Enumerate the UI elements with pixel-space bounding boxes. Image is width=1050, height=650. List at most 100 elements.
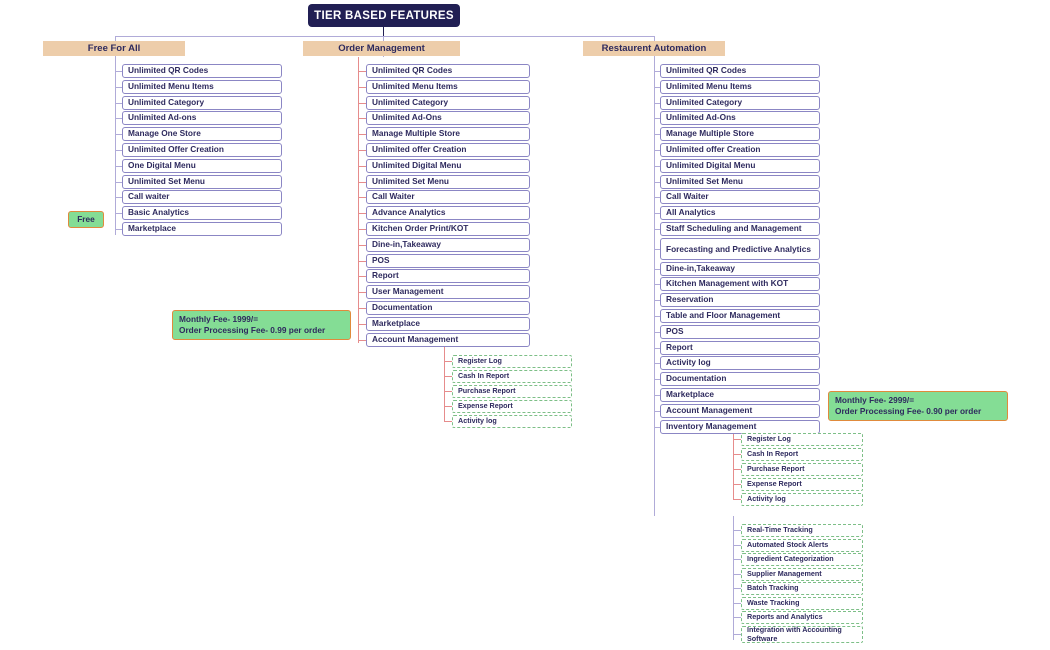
feature-restaurent-automation-forecasting-and-predictive-analytics[interactable]: Forecasting and Predictive Analytics (660, 238, 820, 260)
feature-restaurent-automation-manage-multiple-store[interactable]: Manage Multiple Store (660, 127, 820, 141)
feature-free-for-all-unlimited-menu-items[interactable]: Unlimited Menu Items (122, 80, 282, 94)
connector-stub (115, 150, 122, 151)
feature-order-management-unlimited-menu-items[interactable]: Unlimited Menu Items (366, 80, 530, 94)
connector-stub (358, 308, 366, 309)
connector-stub (444, 361, 452, 362)
feature-free-for-all-unlimited-category[interactable]: Unlimited Category (122, 96, 282, 110)
connector-stub (444, 376, 452, 377)
feature-order-management-unlimited-digital-menu[interactable]: Unlimited Digital Menu (366, 159, 530, 173)
feature-order-management-advance-analytics[interactable]: Advance Analytics (366, 206, 530, 220)
subitem-order-account-expense-report[interactable]: Expense Report (452, 400, 572, 413)
connector-stub (654, 71, 660, 72)
feature-order-management-marketplace[interactable]: Marketplace (366, 317, 530, 331)
subitem-order-account-purchase-report[interactable]: Purchase Report (452, 385, 572, 398)
subitem-automation-inventory-batch-tracking[interactable]: Batch Tracking (741, 582, 863, 595)
subitem-automation-inventory-automated-stock-alerts[interactable]: Automated Stock Alerts (741, 539, 863, 552)
subitem-automation-inventory-integration-with-accounting-software[interactable]: Integration with Accounting Software (741, 626, 863, 643)
badge-free: Free (68, 211, 104, 228)
subitem-automation-account-cash-in-report[interactable]: Cash In Report (741, 448, 863, 461)
connector-stub (654, 332, 660, 333)
feature-restaurent-automation-documentation[interactable]: Documentation (660, 372, 820, 386)
feature-order-management-dine-in-takeaway[interactable]: Dine-in,Takeaway (366, 238, 530, 252)
connector-stub (358, 340, 366, 341)
connector-stub (654, 197, 660, 198)
feature-order-management-manage-multiple-store[interactable]: Manage Multiple Store (366, 127, 530, 141)
feature-order-management-call-waiter[interactable]: Call Waiter (366, 190, 530, 204)
feature-restaurent-automation-reservation[interactable]: Reservation (660, 293, 820, 307)
subspine-order-account-management (444, 343, 445, 421)
feature-restaurent-automation-call-waiter[interactable]: Call Waiter (660, 190, 820, 204)
feature-free-for-all-unlimited-ad-ons[interactable]: Unlimited Ad-ons (122, 111, 282, 125)
subitem-automation-account-register-log[interactable]: Register Log (741, 433, 863, 446)
feature-free-for-all-one-digital-menu[interactable]: One Digital Menu (122, 159, 282, 173)
feature-restaurent-automation-kitchen-management-with-kot[interactable]: Kitchen Management with KOT (660, 277, 820, 291)
connector-stub (654, 316, 660, 317)
feature-restaurent-automation-activity-log[interactable]: Activity log (660, 356, 820, 370)
connector-stub (733, 574, 741, 575)
feature-order-management-unlimited-offer-creation[interactable]: Unlimited offer Creation (366, 143, 530, 157)
feature-free-for-all-unlimited-qr-codes[interactable]: Unlimited QR Codes (122, 64, 282, 78)
feature-restaurent-automation-report[interactable]: Report (660, 341, 820, 355)
feature-order-management-unlimited-category[interactable]: Unlimited Category (366, 96, 530, 110)
connector-stub (733, 469, 741, 470)
connector-stub (358, 150, 366, 151)
connector-stub (733, 603, 741, 604)
feature-order-management-unlimited-set-menu[interactable]: Unlimited Set Menu (366, 175, 530, 189)
connector-stub (115, 197, 122, 198)
feature-free-for-all-basic-analytics[interactable]: Basic Analytics (122, 206, 282, 220)
feature-free-for-all-unlimited-offer-creation[interactable]: Unlimited Offer Creation (122, 143, 282, 157)
feature-restaurent-automation-unlimited-ad-ons[interactable]: Unlimited Ad-Ons (660, 111, 820, 125)
subitem-automation-account-activity-log[interactable]: Activity log (741, 493, 863, 506)
tier-header-free-for-all[interactable]: Free For All (43, 41, 185, 56)
feature-free-for-all-marketplace[interactable]: Marketplace (122, 222, 282, 236)
feature-restaurent-automation-account-management[interactable]: Account Management (660, 404, 820, 418)
connector-stub (654, 411, 660, 412)
feature-restaurent-automation-unlimited-qr-codes[interactable]: Unlimited QR Codes (660, 64, 820, 78)
feature-restaurent-automation-unlimited-offer-creation[interactable]: Unlimited offer Creation (660, 143, 820, 157)
badge-automation-fee: Monthly Fee- 2999/= Order Processing Fee… (828, 391, 1008, 421)
feature-restaurent-automation-pos[interactable]: POS (660, 325, 820, 339)
feature-order-management-unlimited-ad-ons[interactable]: Unlimited Ad-Ons (366, 111, 530, 125)
feature-restaurent-automation-dine-in-takeaway[interactable]: Dine-in,Takeaway (660, 262, 820, 276)
feature-order-management-user-management[interactable]: User Management (366, 285, 530, 299)
subitem-automation-account-expense-report[interactable]: Expense Report (741, 478, 863, 491)
feature-restaurent-automation-marketplace[interactable]: Marketplace (660, 388, 820, 402)
connector-stub (654, 249, 660, 250)
subitem-automation-inventory-ingredient-categorization[interactable]: Ingredient Categorization (741, 553, 863, 566)
connector-stub (358, 87, 366, 88)
feature-free-for-all-manage-one-store[interactable]: Manage One Store (122, 127, 282, 141)
connector-stub (115, 118, 122, 119)
subitem-automation-inventory-reports-and-analytics[interactable]: Reports and Analytics (741, 611, 863, 624)
feature-restaurent-automation-staff-scheduling-and-management[interactable]: Staff Scheduling and Management (660, 222, 820, 236)
feature-restaurent-automation-unlimited-set-menu[interactable]: Unlimited Set Menu (660, 175, 820, 189)
subitem-order-account-activity-log[interactable]: Activity log (452, 415, 572, 428)
subitem-automation-inventory-waste-tracking[interactable]: Waste Tracking (741, 597, 863, 610)
feature-order-management-report[interactable]: Report (366, 269, 530, 283)
feature-restaurent-automation-all-analytics[interactable]: All Analytics (660, 206, 820, 220)
feature-order-management-pos[interactable]: POS (366, 254, 530, 268)
feature-restaurent-automation-table-and-floor-management[interactable]: Table and Floor Management (660, 309, 820, 323)
subitem-order-account-register-log[interactable]: Register Log (452, 355, 572, 368)
connector-stub (358, 166, 366, 167)
feature-restaurent-automation-unlimited-digital-menu[interactable]: Unlimited Digital Menu (660, 159, 820, 173)
feature-order-management-unlimited-qr-codes[interactable]: Unlimited QR Codes (366, 64, 530, 78)
connector-stub (358, 134, 366, 135)
tier-header-order-management[interactable]: Order Management (303, 41, 460, 56)
connector-stub (358, 71, 366, 72)
tier-header-restaurent-automation[interactable]: Restaurent Automation (583, 41, 725, 56)
feature-restaurent-automation-inventory-management[interactable]: Inventory Management (660, 420, 820, 434)
subitem-automation-inventory-supplier-management[interactable]: Supplier Management (741, 568, 863, 581)
feature-order-management-kitchen-order-print-kot[interactable]: Kitchen Order Print/KOT (366, 222, 530, 236)
badge-automation-fee-processing: Order Processing Fee- 0.90 per order (835, 406, 982, 416)
feature-restaurent-automation-unlimited-category[interactable]: Unlimited Category (660, 96, 820, 110)
feature-free-for-all-unlimited-set-menu[interactable]: Unlimited Set Menu (122, 175, 282, 189)
feature-order-management-documentation[interactable]: Documentation (366, 301, 530, 315)
connector-stub (358, 182, 366, 183)
connector-stub (733, 499, 741, 500)
subitem-order-account-cash-in-report[interactable]: Cash In Report (452, 370, 572, 383)
feature-free-for-all-call-waiter[interactable]: Call waiter (122, 190, 282, 204)
feature-restaurent-automation-unlimited-menu-items[interactable]: Unlimited Menu Items (660, 80, 820, 94)
subitem-automation-inventory-real-time-tracking[interactable]: Real-Time Tracking (741, 524, 863, 537)
subitem-automation-account-purchase-report[interactable]: Purchase Report (741, 463, 863, 476)
feature-order-management-account-management[interactable]: Account Management (366, 333, 530, 347)
